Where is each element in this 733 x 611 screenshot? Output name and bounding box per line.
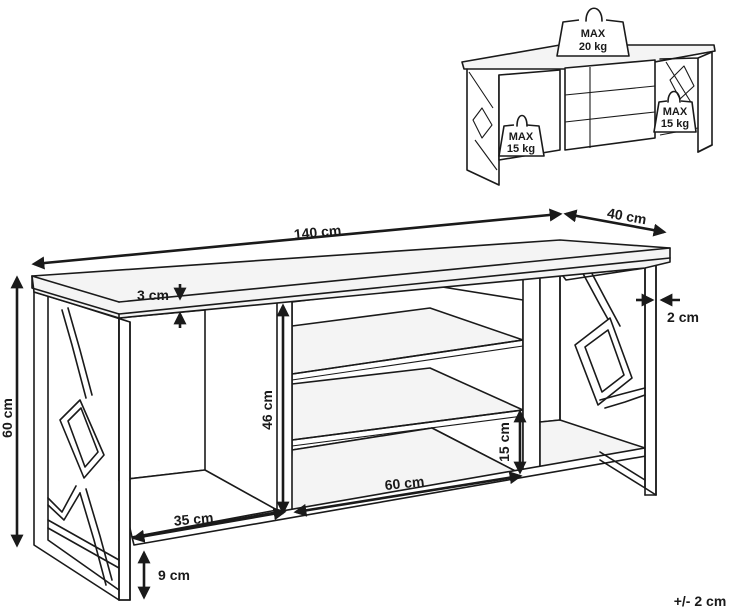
dimension-lines xyxy=(10,208,680,600)
load-capacity-diagram: MAX 20 kg MAX 15 kg MAX 15 kg xyxy=(461,7,716,186)
frame-offset-label: 2 cm xyxy=(667,309,699,325)
left-load-max: MAX xyxy=(509,131,534,143)
top-thickness-label: 3 cm xyxy=(137,287,169,303)
leg-height-label: 9 cm xyxy=(158,567,190,583)
width-label: 140 cm xyxy=(293,222,342,242)
tv-stand-drawing xyxy=(31,239,671,601)
weight-icon-left: MAX 15 kg xyxy=(498,114,545,157)
weight-icon-top: MAX 20 kg xyxy=(556,7,630,57)
center-width-dimension-line xyxy=(293,471,523,517)
weight-icon-right: MAX 15 kg xyxy=(653,90,697,133)
side-width-label: 35 cm xyxy=(173,509,214,528)
width-dimension-line xyxy=(31,208,563,270)
depth-dimension-line xyxy=(563,209,667,237)
top-load-max: MAX xyxy=(581,28,606,40)
center-width-label: 60 cm xyxy=(384,473,425,493)
tolerance-note: +/- 2 cm xyxy=(674,593,727,609)
dimension-labels: 140 cm 40 cm 60 cm 3 cm 2 cm 46 cm 15 cm… xyxy=(0,205,726,609)
depth-label: 40 cm xyxy=(606,205,648,228)
shelf-gap-label: 15 cm xyxy=(496,422,512,462)
height-label: 60 cm xyxy=(0,398,15,438)
right-load-max: MAX xyxy=(663,106,688,118)
top-load-weight: 20 kg xyxy=(579,41,607,53)
left-load-weight: 15 kg xyxy=(507,143,535,155)
inner-height-label: 46 cm xyxy=(259,390,275,430)
right-load-weight: 15 kg xyxy=(661,118,689,130)
side-width-dimension-line xyxy=(131,507,287,543)
